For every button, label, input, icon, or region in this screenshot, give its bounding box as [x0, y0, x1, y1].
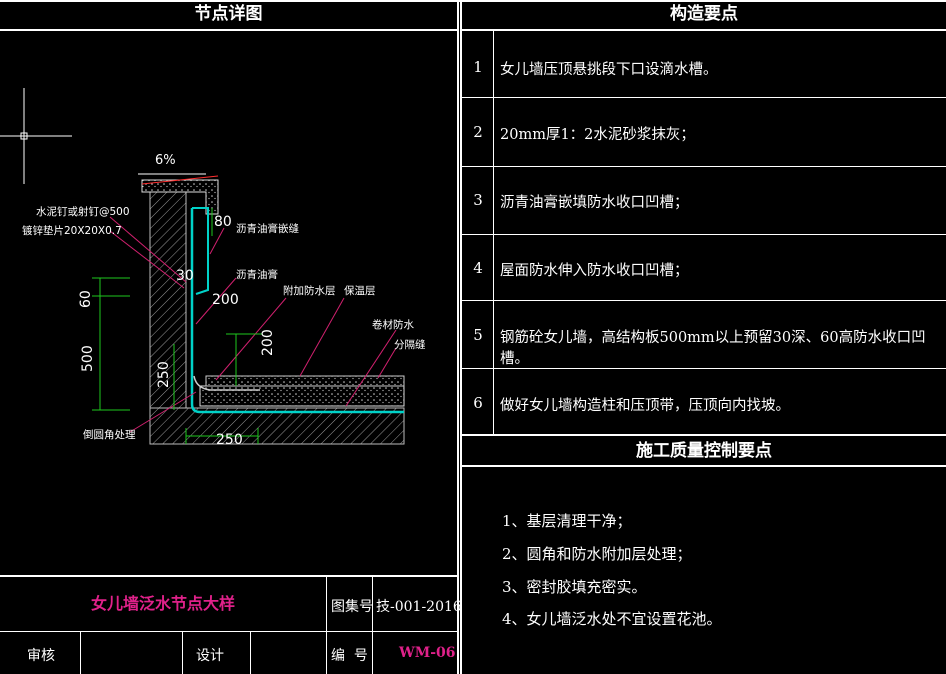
construction-item-text: 做好女儿墙构造柱和压顶带，压顶向内找坡。 [500, 398, 790, 414]
dim-80: 80 [214, 214, 232, 230]
title-block-divider [182, 632, 183, 674]
bitumen-paste-annotation: 沥青油膏 [236, 268, 278, 281]
leader-bitumen-caulk [209, 227, 225, 255]
qc-item: 1、基层清理干净； [502, 512, 632, 530]
roof-slab [149, 407, 405, 445]
construction-item-text: 钢筋砼女儿墙，高结构板500mm以上预留30深、60高防水收口凹槽。 [500, 330, 926, 367]
cad-crosshair-cursor [0, 88, 72, 184]
membrane-annotation: 卷材防水 [372, 318, 414, 331]
shim-annotation: 镀锌垫片20X20X0.7 [22, 224, 122, 237]
row-divider [462, 300, 946, 301]
leader-joint [377, 347, 397, 379]
screed-layer [205, 375, 405, 387]
item-number: 3 [473, 191, 483, 209]
qc-item: 4、女儿墙泛水处不宜设置花池。 [502, 610, 722, 628]
number-column-divider [493, 31, 494, 434]
insulation-annotation: 保温层 [344, 284, 376, 297]
leader-extra-layer [215, 297, 287, 381]
slope-line [141, 175, 219, 185]
construction-item-text: 屋面防水伸入防水收口凹槽； [500, 263, 689, 279]
title-block-divider [250, 632, 251, 674]
construction-item-text: 沥青油膏嵌填防水收口凹槽； [500, 195, 689, 211]
leader-membrane [345, 329, 397, 407]
qc-header: 施工质量控制要点 [636, 441, 772, 461]
top-border [0, 0, 946, 2]
extra-layer-annotation: 附加防水层 [283, 284, 336, 297]
dim-60: 60 [78, 290, 94, 308]
row-divider [462, 234, 946, 235]
row-divider [462, 97, 946, 98]
drawing-title: 女儿墙泛水节点大样 [90, 594, 235, 613]
item-number: 4 [473, 259, 483, 277]
leader-bitumen-paste [195, 277, 237, 325]
qc-item: 2、圆角和防水附加层处理； [502, 545, 692, 563]
coping-cap [141, 179, 219, 215]
bitumen-caulk-annotation: 沥青油膏嵌缝 [236, 222, 299, 235]
row-divider [462, 368, 946, 369]
title-block-divider [372, 576, 373, 674]
title-block-divider [80, 632, 81, 674]
construction-item-text: 女儿墙压顶悬挑段下口设滴水槽。 [500, 62, 718, 78]
design-label: 设计 [196, 648, 224, 664]
leader-insulation [299, 297, 345, 377]
row-divider [462, 166, 946, 167]
item-number: 1 [473, 58, 483, 76]
joint-annotation: 分隔缝 [394, 338, 426, 351]
item-number: 2 [473, 123, 483, 141]
right-header-rule [460, 29, 946, 31]
insulation-layer [199, 385, 405, 407]
review-label: 审核 [27, 648, 55, 664]
waterproof-membrane [190, 208, 404, 414]
leader-round-corner [129, 391, 197, 433]
dim-250-horizontal: 250 [216, 432, 243, 448]
dim-500: 500 [80, 345, 96, 372]
dim-200-upper: 200 [212, 292, 239, 308]
left-panel-header: 节点详图 [194, 4, 263, 24]
left-header-rule [0, 29, 458, 31]
slope-label: 6% [155, 153, 176, 168]
title-block-divider [326, 576, 327, 674]
title-block-top-rule [0, 575, 457, 577]
number-label: 编 号 [331, 648, 368, 664]
right-panel-header: 构造要点 [670, 4, 738, 24]
dim-200-lower: 200 [260, 329, 276, 356]
title-block-mid-rule [0, 631, 457, 632]
round-corner-annotation: 倒圆角处理 [83, 429, 136, 441]
item-number: 5 [473, 326, 483, 344]
upper-wall-membrane [192, 207, 209, 295]
dim-30: 30 [176, 268, 194, 284]
dim-250-vertical: 250 [156, 361, 172, 388]
right-panel-left-border [460, 0, 462, 674]
parapet-flashing-detail-drawing: 6% 水泥钉或射钉@500 镀锌垫片20X20X0.7 沥青油膏嵌缝 沥青油膏 … [0, 88, 426, 448]
atlas-value: 技-001-2016 [376, 599, 462, 615]
number-value: WM-06 [399, 645, 456, 661]
nail-annotation: 水泥钉或射钉@500 [36, 205, 130, 218]
round-corner-fillet [193, 375, 260, 391]
atlas-label: 图集号 [331, 599, 373, 615]
qc-item: 3、密封胶填充密实。 [502, 578, 647, 596]
qc-header-rule [462, 465, 946, 467]
leader-shim [109, 230, 185, 289]
left-panel-right-border [457, 0, 459, 674]
table-bottom-rule [462, 434, 946, 436]
leader-nail [109, 216, 187, 283]
item-number: 6 [473, 394, 483, 412]
construction-item-text: 20mm厚1：2水泥砂浆抹灰； [500, 127, 695, 143]
